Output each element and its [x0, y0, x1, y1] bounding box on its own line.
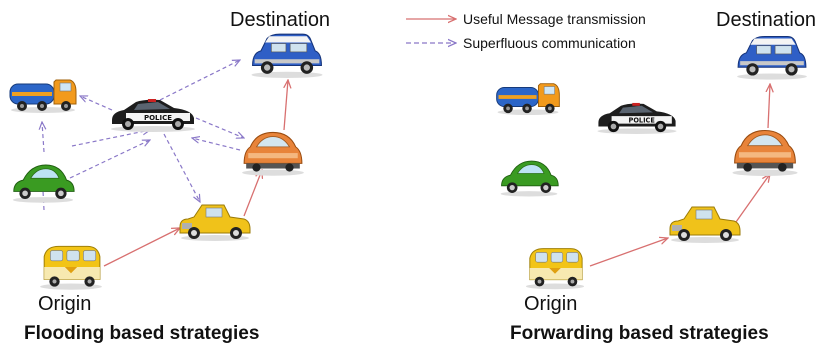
green-beetle-icon	[500, 160, 559, 197]
useful-classic-to-compact	[243, 170, 262, 217]
green-beetle-icon	[12, 164, 75, 204]
yellow-van-icon	[39, 245, 103, 290]
useful-compact-to-mini	[284, 80, 288, 131]
useful-compact-to-mini	[768, 84, 770, 129]
flooding-origin-label: Origin	[38, 293, 91, 315]
forwarding-origin-label: Origin	[524, 293, 577, 315]
useful-classic-to-compact	[735, 174, 770, 223]
link-truck-to-police	[71, 130, 150, 147]
link-compact-to-police	[192, 138, 241, 151]
police-car-icon	[597, 102, 677, 134]
legend-superfluous-label: Superfluous communication	[463, 35, 636, 51]
fuel-truck-icon	[9, 79, 77, 114]
link-police-to-compact	[195, 117, 244, 138]
flooding-panel: Destination Origin Flooding based strate…	[9, 9, 330, 344]
flooding-destination-label: Destination	[230, 9, 330, 31]
link-beetle-to-police	[69, 140, 150, 179]
forwarding-title: Forwarding based strategies	[510, 323, 769, 344]
link-beetle-to-truck	[42, 122, 44, 153]
blue-mini-icon	[736, 35, 808, 80]
yellow-classic-car-icon	[669, 206, 741, 244]
yellow-van-icon	[525, 248, 585, 290]
legend-useful-label: Useful Message transmission	[463, 11, 646, 27]
forwarding-panel: Destination Origin Forwarding based stra…	[496, 9, 816, 344]
link-police-to-classic	[163, 133, 200, 202]
link-police-to-truck	[80, 96, 113, 111]
legend: Useful Message transmission Superfluous …	[406, 11, 646, 51]
link-police-to-mini	[159, 60, 240, 101]
orange-compact-car-icon	[241, 131, 305, 176]
orange-compact-car-icon	[731, 129, 799, 176]
useful-van-to-classic	[103, 228, 180, 267]
yellow-classic-car-icon	[179, 204, 251, 242]
flooding-title: Flooding based strategies	[24, 323, 259, 344]
fuel-truck-icon	[496, 83, 560, 116]
blue-mini-icon	[250, 33, 324, 78]
forwarding-useful-links	[589, 84, 770, 267]
police-car-icon	[111, 99, 195, 132]
useful-van-to-classic	[589, 238, 668, 267]
flooding-useful-links	[103, 80, 288, 267]
forwarding-destination-label: Destination	[716, 9, 816, 31]
